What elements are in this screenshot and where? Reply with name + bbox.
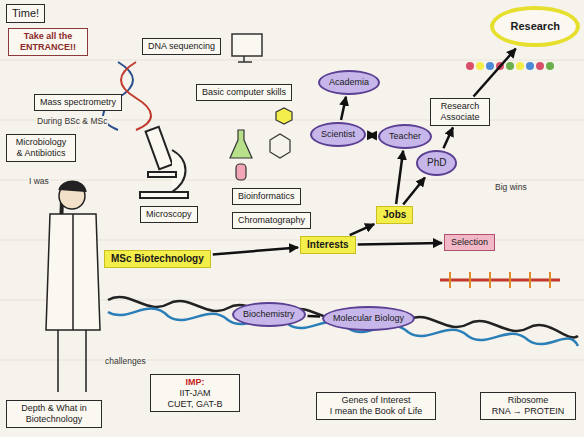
skill-box: Microscopy — [140, 206, 198, 223]
title-box: Time! — [6, 4, 45, 23]
node-text: PhD — [427, 157, 446, 169]
career-oval: Scientist — [310, 122, 366, 147]
goal-oval: Research — [490, 6, 580, 47]
node-text: Microscopy — [146, 209, 192, 220]
tag-box: Selection — [444, 234, 495, 251]
node-text: Chromatography — [238, 215, 305, 226]
connector-line — [350, 224, 374, 235]
node-text: Genes of Interest — [322, 395, 430, 406]
note-box: Depth & What in Biotechnology — [6, 400, 102, 428]
career-oval: Academia — [318, 70, 380, 95]
skill-box: Microbiology & Antibiotics — [6, 134, 76, 162]
node-text: Teacher — [389, 131, 421, 142]
connector-line — [474, 49, 516, 97]
skill-box: DNA sequencing — [142, 38, 221, 55]
career-oval: PhD — [416, 150, 457, 176]
node-text: Interests — [307, 239, 349, 251]
node-text: Mass spectrometry — [40, 97, 116, 108]
node-text: Biochemistry — [243, 309, 295, 320]
highlight-box: Jobs — [376, 206, 413, 224]
note-box: IMP:IIT-JAMCUET, GAT-B — [150, 374, 240, 412]
highlight-box: Interests — [300, 236, 356, 254]
note-box: RibosomeRNA → PROTEIN — [480, 392, 576, 420]
skill-box: Mass spectrometry — [34, 94, 122, 111]
node-text: Bioinformatics — [238, 191, 295, 202]
node-subtext: IIT-JAM — [157, 388, 233, 399]
highlight-box: MSc Biotechnology — [104, 250, 211, 268]
note-label: I was — [28, 176, 50, 186]
skill-box: Chromatography — [232, 212, 311, 229]
node-text: Research — [510, 20, 560, 33]
note-box: Genes of InterestI mean the Book of Life — [316, 392, 436, 420]
node-text: Ribosome — [486, 395, 570, 406]
node-subtext: CUET, GAT-B — [157, 399, 233, 410]
node-text: Microbiology & Antibiotics — [12, 137, 70, 159]
node-text: Jobs — [383, 209, 406, 221]
subject-oval: Molecular Biology — [322, 306, 415, 331]
node-text: Take all the ENTRANCE!! — [14, 31, 82, 53]
career-oval: Teacher — [378, 124, 432, 149]
note-label: challenges — [104, 356, 147, 366]
note-label: Big wins — [494, 182, 528, 192]
connector-line — [396, 151, 403, 204]
node-text: Depth & What in Biotechnology — [12, 403, 96, 425]
connector-line — [358, 243, 442, 245]
node-text: DNA sequencing — [148, 41, 215, 52]
node-subtext: I mean the Book of Life — [322, 406, 430, 417]
note-label: During BSc & MSc — [36, 116, 108, 126]
node-text: Selection — [451, 237, 488, 248]
skill-box: Bioinformatics — [232, 188, 301, 205]
subject-oval: Biochemistry — [232, 302, 306, 327]
career-box: Research Associate — [430, 98, 490, 126]
connector-line — [308, 315, 320, 318]
connector-line — [213, 247, 298, 254]
connector-line — [443, 127, 452, 148]
node-text: MSc Biotechnology — [111, 253, 204, 265]
node-text: Molecular Biology — [333, 313, 404, 324]
node-subtext: RNA → PROTEIN — [486, 406, 570, 417]
connector-line — [341, 97, 346, 120]
stamp-box: Take all the ENTRANCE!! — [8, 28, 88, 56]
node-text: Basic computer skills — [202, 87, 286, 98]
skill-box: Basic computer skills — [196, 84, 292, 101]
connector-line — [368, 134, 376, 137]
node-text: Research Associate — [436, 101, 484, 123]
node-text: IMP: — [157, 377, 233, 388]
node-text: Academia — [329, 77, 369, 88]
node-text: Scientist — [321, 129, 355, 140]
connector-line — [403, 178, 425, 205]
node-text: Time! — [12, 7, 39, 20]
